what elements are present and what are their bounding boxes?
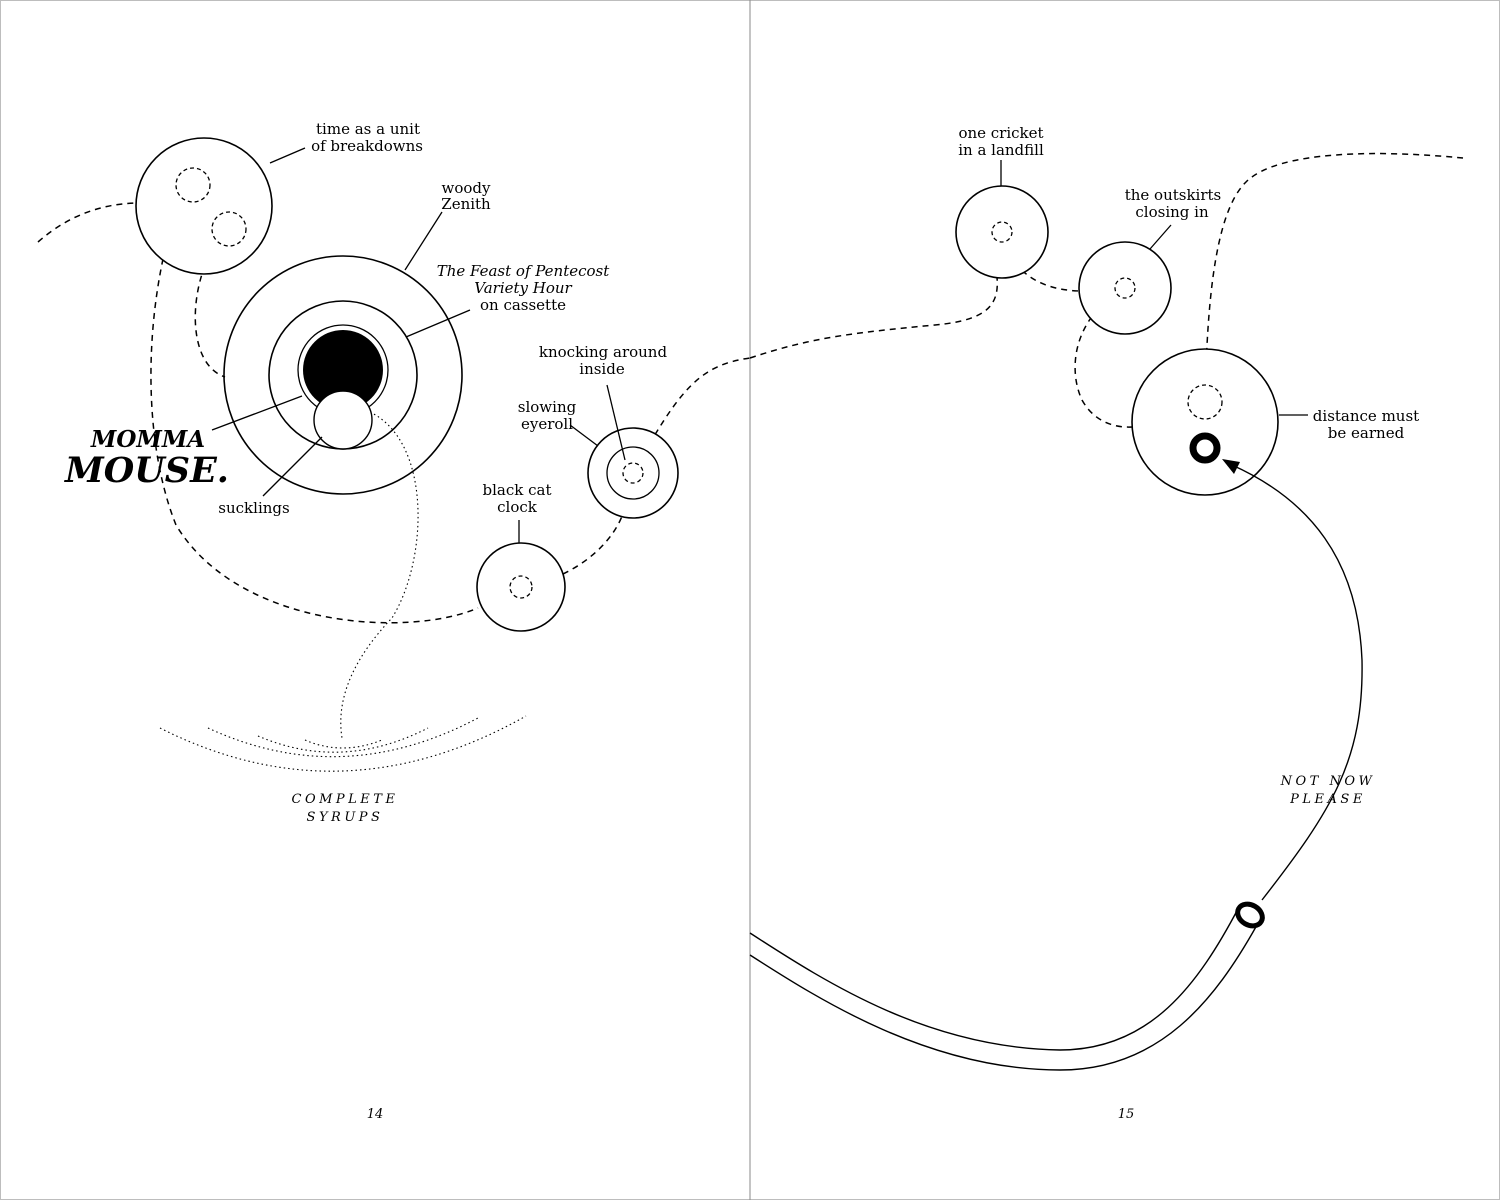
time-inner-dashed-2 [211,211,247,247]
tube-shape [749,901,1265,1071]
leader-sucklings [262,436,323,497]
orbit-path-inner [194,228,230,378]
orbit-path-outskirts-distance [1074,287,1133,428]
svg-text:knocking around: knocking around [539,343,668,361]
svg-text:PLEASE: PLEASE [1289,792,1366,807]
orbit-path-top-right [1204,152,1464,401]
svg-text:COMPLETE: COMPLETE [292,792,399,807]
leader-momma [211,395,303,431]
svg-text:time as a unit: time as a unit [316,120,420,138]
black-cat-clock-dashed-core [509,575,533,599]
eyeroll-dashed-core [622,462,644,484]
label-time-unit: time as a unit of breakdowns [311,120,423,155]
distance-dashed-core [1187,384,1223,420]
mouse-hole-black [303,330,383,410]
svg-text:on cassette: on cassette [480,296,566,314]
leader-time [269,147,306,164]
svg-text:Variety Hour: Variety Hour [474,279,572,297]
tube-opening-icon [1235,901,1265,929]
svg-text:Zenith: Zenith [441,195,491,213]
svg-text:black cat: black cat [483,481,552,499]
syrup-ripples [159,715,527,772]
svg-text:slowing: slowing [518,398,577,416]
label-slowing: slowing eyeroll [518,398,577,433]
right-page: one cricket in a landfill the outskirts … [749,124,1464,1122]
outskirts-dashed-core [1114,277,1136,299]
cricket-dashed-core [991,221,1013,243]
leader-woody [404,211,443,271]
label-not-now: NOT NOW PLEASE [1280,774,1376,807]
page-number-right: 15 [1118,1107,1135,1122]
leader-slowing [569,424,599,447]
orbit-path-big-arc [150,184,479,624]
svg-text:of breakdowns: of breakdowns [311,137,423,155]
label-distance: distance must be earned [1313,407,1419,442]
label-cricket: one cricket in a landfill [958,124,1044,159]
leader-knocking [606,384,626,461]
orbit-path-left-top [37,202,136,243]
distance-circle [1131,348,1279,496]
svg-text:woody: woody [442,179,492,197]
label-woody-zenith: woody Zenith [441,179,491,213]
orbit-path-cat-eye [520,509,625,588]
time-circle [135,137,273,275]
arrowhead-icon [1222,459,1240,474]
svg-text:be earned: be earned [1328,424,1405,442]
svg-text:MOMMA: MOMMA [90,426,205,453]
svg-text:NOT NOW: NOT NOW [1280,774,1376,789]
svg-text:eyeroll: eyeroll [521,415,573,433]
svg-text:inside: inside [579,360,625,378]
leader-feast [405,309,471,338]
eyeroll-inner-ring [606,446,660,500]
svg-text:the outskirts: the outskirts [1125,186,1222,204]
label-feast: The Feast of Pentecost Variety Hour on c… [437,262,611,314]
zenith-outer-ring [223,255,463,495]
svg-text:distance must: distance must [1313,407,1419,425]
orbit-path-to-right [632,357,751,474]
svg-text:clock: clock [497,498,538,516]
svg-text:MOUSE.: MOUSE. [64,450,229,491]
distance-target-dot [1189,432,1221,464]
title-momma-mouse: MOMMA MOUSE. [64,426,229,491]
label-sucklings: sucklings [218,499,289,517]
page-number-left: 14 [367,1107,384,1122]
suckling-circle [313,390,373,450]
not-now-arc [1231,464,1363,901]
svg-text:one cricket: one cricket [958,124,1043,142]
time-inner-dashed-1 [175,167,211,203]
label-black-cat: black cat clock [483,481,552,516]
leader-outskirts [1149,224,1172,250]
label-outskirts: the outskirts closing in [1125,186,1222,221]
orbit-path-from-left [749,269,998,359]
svg-text:in a landfill: in a landfill [958,141,1044,159]
label-knocking: knocking around inside [539,343,668,378]
label-complete-syrups: COMPLETE SYRUPS [292,792,399,825]
svg-text:SYRUPS: SYRUPS [307,810,384,825]
svg-text:The Feast of Pentecost: The Feast of Pentecost [437,262,611,280]
left-page: time as a unit of breakdowns woody Zenit… [37,120,751,1122]
svg-text:closing in: closing in [1135,203,1209,221]
